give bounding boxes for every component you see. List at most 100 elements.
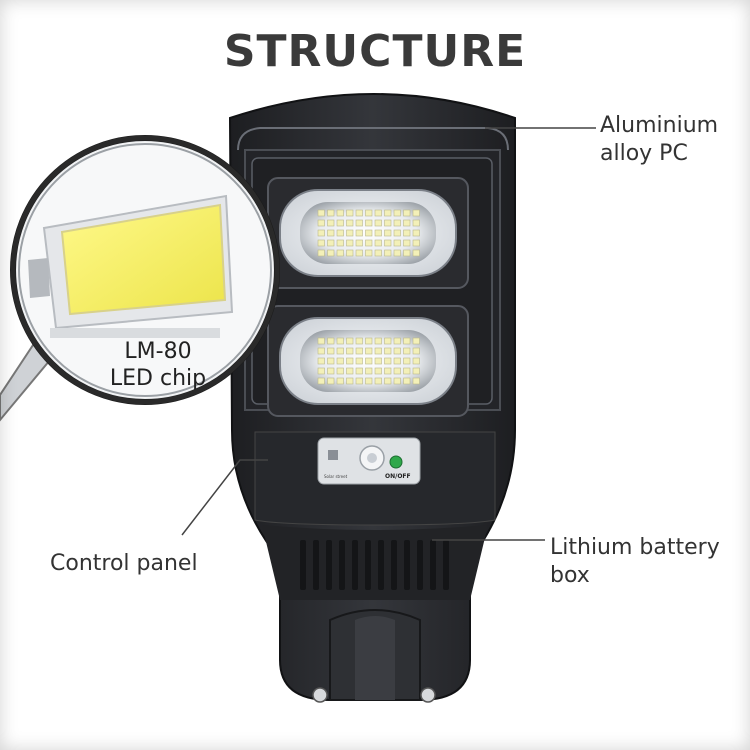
led-diode — [374, 347, 382, 355]
heat-rib — [443, 540, 449, 590]
led-diode — [412, 249, 420, 257]
heat-rib — [391, 540, 397, 590]
led-diode — [327, 347, 335, 355]
heat-rib — [378, 540, 384, 590]
led-diode — [346, 367, 354, 375]
led-diode — [403, 239, 411, 247]
led-array-top — [317, 209, 420, 257]
led-diode — [374, 249, 382, 257]
led-diode — [327, 337, 335, 345]
control-panel: Solar street ON/OFF — [254, 431, 496, 526]
led-diode — [355, 239, 363, 247]
led-diode — [365, 249, 373, 257]
callout-lines — [181, 127, 596, 541]
led-diode — [355, 347, 363, 355]
led-diode — [384, 239, 392, 247]
led-diode — [327, 377, 335, 385]
led-diode — [403, 367, 411, 375]
led-diode — [393, 337, 401, 345]
led-diode — [355, 209, 363, 217]
led-diode — [346, 337, 354, 345]
led-diode — [412, 377, 420, 385]
led-diode — [336, 337, 344, 345]
led-diode — [412, 357, 420, 365]
heat-rib — [339, 540, 345, 590]
led-diode — [365, 239, 373, 247]
led-diode — [365, 367, 373, 375]
callout-control-line1: Control panel — [50, 551, 198, 576]
switch-icon — [389, 455, 403, 469]
led-diode — [317, 239, 325, 247]
led-diode — [317, 367, 325, 375]
led-module-top — [267, 177, 469, 289]
led-diode — [317, 249, 325, 257]
led-diode — [365, 229, 373, 237]
led-diode — [327, 357, 335, 365]
led-diode — [384, 219, 392, 227]
led-diode — [412, 337, 420, 345]
led-module-bottom — [267, 305, 469, 417]
led-diode — [384, 209, 392, 217]
led-diode — [355, 367, 363, 375]
svg-text:ON/OFF: ON/OFF — [385, 473, 411, 480]
heat-rib — [417, 540, 423, 590]
callout-aluminium-line2: alloy PC — [600, 141, 688, 166]
led-diode — [403, 229, 411, 237]
callout-control-panel: Control panel — [50, 550, 198, 578]
led-diode — [336, 209, 344, 217]
led-diode — [374, 377, 382, 385]
led-diode — [365, 219, 373, 227]
led-diode — [365, 377, 373, 385]
led-diode — [346, 229, 354, 237]
led-diode — [327, 249, 335, 257]
led-diode — [365, 347, 373, 355]
led-diode — [327, 219, 335, 227]
led-diode — [374, 229, 382, 237]
led-diode — [355, 229, 363, 237]
led-chip-caption-line2: LED chip — [109, 366, 207, 391]
led-chip-caption-line1: LM-80 — [124, 339, 192, 364]
led-diode — [317, 219, 325, 227]
led-diode — [346, 239, 354, 247]
led-diode — [336, 377, 344, 385]
led-diode — [327, 209, 335, 217]
led-diode — [403, 249, 411, 257]
heat-rib — [365, 540, 371, 590]
page-title: STRUCTURE — [223, 26, 527, 77]
led-diode — [365, 337, 373, 345]
led-diode — [403, 219, 411, 227]
led-chip-icon — [28, 194, 234, 338]
heat-rib — [326, 540, 332, 590]
led-diode — [393, 357, 401, 365]
magnifier-icon — [0, 135, 280, 422]
led-diode — [393, 219, 401, 227]
led-diode — [317, 377, 325, 385]
led-diode — [365, 209, 373, 217]
led-diode — [346, 219, 354, 227]
led-diode — [346, 249, 354, 257]
led-diode — [346, 209, 354, 217]
led-diode — [412, 239, 420, 247]
led-diode — [317, 357, 325, 365]
led-diode — [317, 347, 325, 355]
led-diode — [393, 239, 401, 247]
led-diode — [393, 249, 401, 257]
led-diode — [346, 357, 354, 365]
led-array-bottom — [317, 337, 420, 385]
heat-rib — [300, 540, 306, 590]
callout-battery-line1: Lithium battery — [550, 535, 720, 560]
heat-rib — [430, 540, 436, 590]
led-diode — [412, 367, 420, 375]
led-diode — [336, 249, 344, 257]
led-diode — [355, 377, 363, 385]
led-diode — [374, 337, 382, 345]
led-diode — [336, 239, 344, 247]
led-diode — [346, 347, 354, 355]
led-diode — [336, 347, 344, 355]
led-diode — [403, 377, 411, 385]
led-diode — [384, 357, 392, 365]
led-diode — [327, 229, 335, 237]
led-diode — [393, 367, 401, 375]
led-diode — [365, 357, 373, 365]
mount-bracket — [312, 609, 436, 703]
